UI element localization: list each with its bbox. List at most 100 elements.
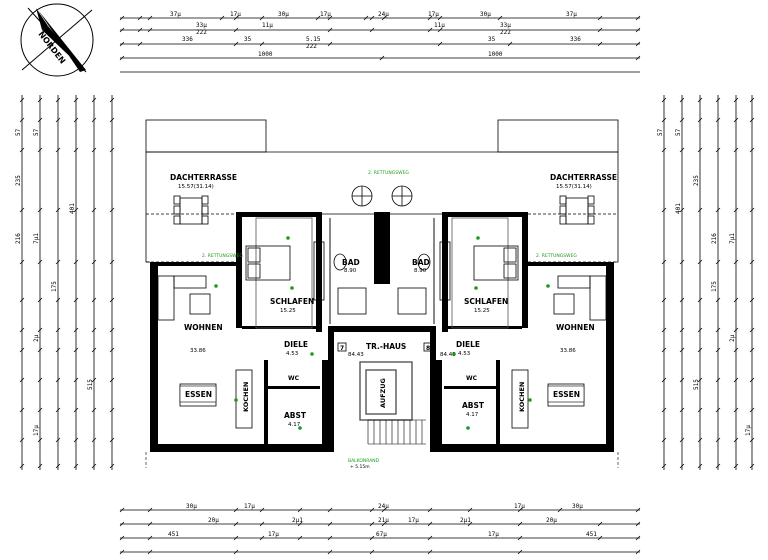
dim-bottom-3-2: 17µ	[268, 531, 279, 538]
room-wohnen-left-area: 33.86	[190, 348, 206, 354]
room-diele-right-area: 4.53	[458, 351, 471, 357]
dimension-tick	[715, 327, 721, 333]
dim-bottom-3-4: 17µ	[488, 531, 499, 538]
dimension-tick	[635, 549, 641, 555]
dimension-tick	[661, 437, 667, 443]
dimension-tick	[369, 521, 375, 527]
dimension-tick	[19, 297, 25, 303]
room-essen-left: ESSEN	[185, 390, 212, 399]
dimension-tick	[119, 27, 125, 33]
dimension-tick	[369, 15, 375, 21]
dimension-tick	[679, 297, 685, 303]
dimension-tick	[91, 259, 97, 265]
dim-bottom-2-3: 21µ	[378, 517, 389, 524]
dimension-tick	[91, 327, 97, 333]
dimension-tick	[679, 437, 685, 443]
dimension-tick	[733, 437, 739, 443]
dimension-tick	[109, 297, 115, 303]
room-essen-right: ESSEN	[553, 390, 580, 399]
dimension-tick	[697, 407, 703, 413]
dim-bottom-2-4: 17µ	[408, 517, 419, 524]
dimension-tick	[749, 207, 755, 213]
dimension-tick	[119, 535, 125, 541]
room-wohnen-left: WOHNEN	[184, 323, 223, 332]
dimension-tick	[733, 147, 739, 153]
dimension-tick	[91, 377, 97, 383]
dimension-tick	[327, 507, 333, 513]
dimension-tick	[315, 15, 321, 21]
dimension-tick	[517, 549, 523, 555]
dimension-tick	[91, 437, 97, 443]
room-wc-right: WC	[466, 375, 478, 382]
dimension-tick	[381, 15, 387, 21]
dimension-tick	[427, 27, 433, 33]
dim-right-4: 216	[711, 233, 718, 244]
dim-top-1-1: 37µ	[170, 11, 181, 18]
dimension-tick	[37, 147, 43, 153]
room-abst-left-area: 4.17	[288, 422, 301, 428]
dimension-tick	[749, 117, 755, 123]
room-diele-right: DIELE	[456, 340, 480, 349]
dimension-tick	[635, 55, 641, 61]
dim-left-4: 216	[15, 233, 22, 244]
dimension-tick	[437, 27, 443, 33]
dimension-tick	[19, 437, 25, 443]
dimension-tick	[749, 407, 755, 413]
dim-left-2: 57	[33, 128, 40, 136]
dim-right-6: 175	[711, 281, 718, 292]
dimension-tick	[327, 27, 333, 33]
room-bad-left: BAD	[342, 258, 360, 267]
dimension-tick	[715, 377, 721, 383]
dimension-tick	[147, 507, 153, 513]
dim-bottom-1-4: 17µ	[514, 503, 525, 510]
dimension-tick	[749, 463, 755, 469]
dimension-tick	[427, 507, 433, 513]
dim-bottom-3-3: 67µ	[376, 531, 387, 538]
outlet-marker	[286, 236, 290, 240]
dimension-tick	[233, 15, 239, 21]
dimension-tick	[55, 437, 61, 443]
electrical-markers	[214, 236, 550, 430]
dimension-tick	[679, 117, 685, 123]
dimension-tick	[55, 327, 61, 333]
dimension-tick	[137, 41, 143, 47]
dimension-tick	[749, 377, 755, 383]
dimension-tick	[679, 259, 685, 265]
outlet-marker	[474, 286, 478, 290]
dimension-tick	[661, 259, 667, 265]
dimension-tick	[73, 377, 79, 383]
dim-top-3-6: 336	[570, 36, 581, 43]
dimension-tick	[259, 535, 265, 541]
dimension-tick	[55, 259, 61, 265]
dimension-tick	[137, 27, 143, 33]
dimension-tick	[73, 97, 79, 103]
dimension-tick	[91, 117, 97, 123]
dimension-tick	[369, 549, 375, 555]
dimension-tick	[109, 463, 115, 469]
room-schlafen-left: SCHLAFEN	[270, 297, 314, 306]
dimension-tick	[259, 521, 265, 527]
dimension-tick	[297, 535, 303, 541]
dim-top-1-6: 17µ	[428, 11, 439, 18]
dimension-tick	[467, 521, 473, 527]
dim-bottom-3-1: 451	[168, 531, 179, 538]
dim-left-7: 401	[69, 203, 76, 214]
dimension-tick	[697, 207, 703, 213]
dimension-tick	[91, 347, 97, 353]
outlet-marker	[546, 284, 550, 288]
dimension-tick	[635, 27, 641, 33]
dimension-tick	[109, 207, 115, 213]
dimension-tick	[19, 97, 25, 103]
dimension-tick	[19, 147, 25, 153]
dimension-tick	[697, 147, 703, 153]
dimension-tick	[55, 407, 61, 413]
dimension-tick	[233, 549, 239, 555]
dimension-tick	[233, 535, 239, 541]
dimension-tick	[661, 117, 667, 123]
dim-right-2: 57	[675, 128, 682, 136]
dimension-tick	[55, 297, 61, 303]
room-diele-left: DIELE	[284, 340, 308, 349]
dimension-tick	[715, 437, 721, 443]
dim-top-2-4: 222	[500, 29, 511, 36]
dimension-tick	[73, 437, 79, 443]
